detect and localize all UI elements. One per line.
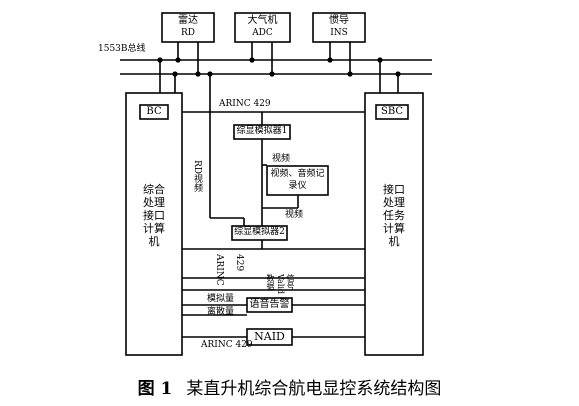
recorder-line2: 录仪 (288, 181, 307, 191)
figure-number: 图 1 (137, 379, 173, 399)
bus-label: 1553B总线 (98, 44, 146, 54)
discrete-label: 离散量 (207, 307, 235, 317)
left-computer-box (125, 92, 183, 356)
ins-box (312, 12, 366, 43)
bc-tag: BC (146, 106, 162, 117)
rd-video-label: RD视频 (192, 160, 202, 192)
analog-label: 模拟量 (207, 294, 235, 304)
sbc-tag: SBC (380, 106, 404, 117)
voice-alarm-label: 语音告警 (249, 299, 290, 310)
right-computer-box (364, 92, 424, 356)
adc-code: ADC (252, 28, 273, 38)
radar-code: RD (181, 28, 195, 38)
display2-box (231, 225, 288, 241)
radar-box (161, 12, 215, 43)
sbc-tag-box (375, 104, 409, 120)
ins-code: INS (330, 28, 348, 38)
valid-label-1: 信号 (286, 274, 295, 290)
right-computer-label: 接口处理任务计算机 (383, 183, 405, 248)
adc-name: 大气机 (247, 15, 278, 26)
display2-label: 综显模拟器2 (234, 227, 285, 237)
bc-tag-box (139, 104, 169, 120)
figure-caption: 图 1 某直升机综合航电显控系统结构图 (0, 374, 579, 399)
arinc-rot-1: ARINC (214, 254, 224, 286)
valid-label-3: 数据 (266, 274, 275, 290)
recorder-line1: 视频、音频记 (270, 169, 325, 179)
arinc-top-label: ARINC 429 (219, 99, 271, 109)
video-label-b: 视频 (285, 210, 304, 220)
arinc-rot-2: 429 (234, 254, 244, 272)
video-label-a: 视频 (272, 154, 291, 164)
display1-label: 综显模拟器1 (236, 126, 288, 136)
radar-name: 雷达 (178, 15, 198, 26)
ins-name: 惯导 (329, 15, 349, 26)
left-computer-label: 综合处理接口计算机 (143, 183, 165, 248)
naid-label: NAID (254, 330, 285, 343)
figure-title: 某直升机综合航电显控系统结构图 (186, 379, 442, 399)
arinc-bottom-label: ARINC 429 (201, 340, 253, 350)
adc-box (234, 12, 291, 43)
valid-label-2: Valid (276, 274, 285, 295)
